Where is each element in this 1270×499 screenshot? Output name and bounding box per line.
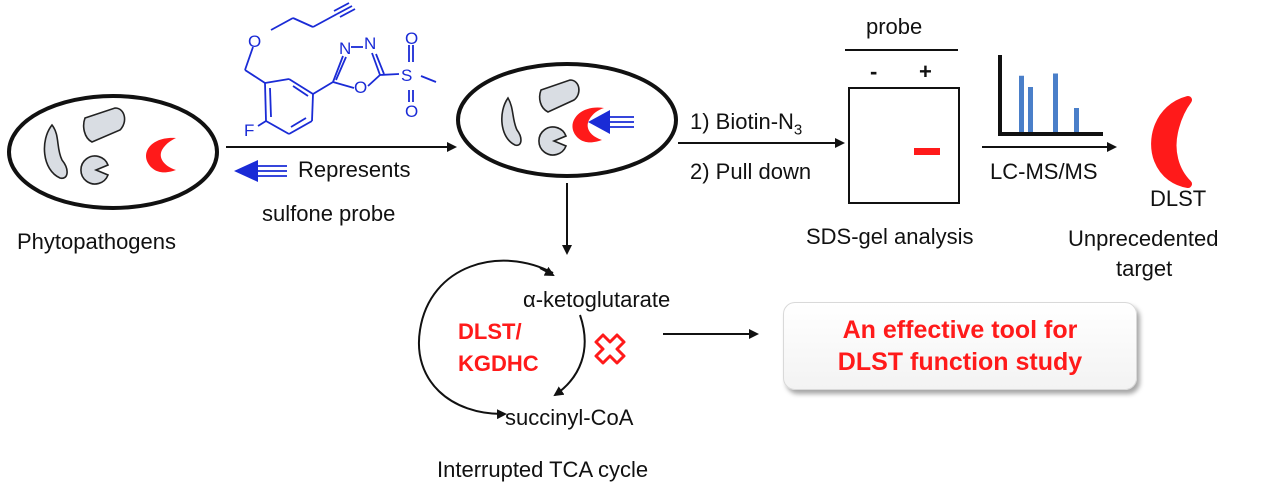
ms-peak-bar — [1019, 75, 1024, 132]
represents-label: Represents — [298, 157, 411, 182]
sulfone-probe-structure — [244, 2, 437, 135]
probe-legend-icon — [234, 160, 287, 182]
mass-spec-plot — [998, 55, 1103, 136]
sds-gel — [845, 49, 960, 204]
target-label: target — [1116, 256, 1173, 281]
target-protein-red — [146, 137, 176, 173]
protein-shape-bean — [43, 123, 68, 180]
plus-lane-label: + — [919, 59, 932, 84]
probe-arrowhead-icon — [588, 110, 610, 134]
atom-n1: N — [339, 39, 351, 58]
protein-shape-pacman — [80, 155, 110, 185]
akg-label: α-ketoglutarate — [523, 287, 671, 312]
labeled-cell — [456, 62, 678, 178]
dlst-kgdhc-line1: DLST/ — [458, 319, 522, 344]
ms-peak-bar — [1028, 87, 1033, 132]
inhibition-x-icon — [594, 333, 626, 365]
step1-subscript: 3 — [793, 121, 803, 139]
atom-o-ether: O — [248, 32, 261, 51]
result-box: An effective tool for DLST function stud… — [783, 302, 1137, 390]
tca-inner-arrow — [553, 314, 586, 397]
dlst-protein-icon — [1151, 96, 1192, 188]
atom-f: F — [244, 121, 254, 140]
sds-gel-label: SDS-gel analysis — [806, 224, 974, 249]
ms-peak-bar — [1074, 108, 1079, 132]
tca-cycle-label: Interrupted TCA cycle — [437, 457, 649, 482]
gel-band — [914, 148, 940, 155]
atom-o-s1: O — [405, 29, 418, 48]
phytopathogens-label: Phytopathogens — [17, 229, 177, 254]
step2-label: 2) Pull down — [690, 159, 812, 184]
sulfone-probe-label: sulfone probe — [262, 201, 396, 226]
phytopathogen-cell — [7, 94, 219, 210]
molecule-atom-labels: O O N N F S O O — [244, 29, 418, 140]
probe-label: probe — [866, 14, 923, 39]
lcms-label: LC-MS/MS — [990, 159, 1098, 184]
atom-o-s2: O — [405, 102, 418, 121]
tca-cycle-arc — [417, 259, 554, 420]
step1-text: 1) Biotin-N — [690, 109, 794, 134]
dlst-label: DLST — [1150, 186, 1207, 211]
succinyl-coa-label: succinyl-CoA — [505, 405, 634, 430]
dlst-kgdhc-line2: KGDHC — [458, 351, 539, 376]
atom-o-ring: O — [354, 78, 367, 97]
result-line1: An effective tool for — [842, 315, 1078, 344]
minus-lane-label: - — [870, 59, 878, 84]
ms-peak-bar — [1053, 73, 1058, 132]
step1-label: 1) Biotin-N3 — [690, 109, 803, 139]
unprecedented-label: Unprecedented — [1068, 226, 1219, 251]
result-line2: DLST function study — [837, 348, 1083, 376]
protein-shape-cylinder — [82, 107, 126, 143]
atom-s: S — [401, 66, 412, 85]
atom-n2: N — [364, 34, 376, 53]
